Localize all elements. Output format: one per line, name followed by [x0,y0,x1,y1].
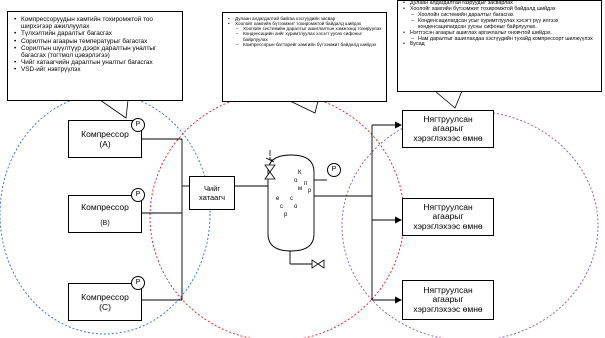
callout-item: Компрессоруудын хамгийн тохиромжтой тоо … [14,16,178,30]
end-use-line3: хэрэглэхээс өмнө [413,220,483,231]
tank-pressure-gauge-icon: P [327,163,341,177]
pressure-gauge-icon: P [131,118,145,132]
callout-item: Хоолойг хамгийн бүтээмжит тохиромжтой ба… [403,6,598,13]
end-use-box-1: Нягтруулсан агаарыг хэрэглэхээс өмнө [402,110,494,148]
end-use-line1: Нягтруулсан [423,113,473,124]
callout-piping-measures: Дулаан алдагдалтай байгаа хэсгүүдийн зас… [222,12,387,102]
tank-label-letter: м [298,186,303,192]
tank-label-letter: р [284,212,288,218]
callout-subitem: Конденсацийн хийг хуримтлуулах хэсэгт уу… [236,31,383,41]
callout-item: VSD-ийг нэвтрүүлэх [14,66,178,73]
callout-item: Түлхэлтийн даралтыг багасгах [14,30,178,37]
end-use-line2: агаарыг [432,123,464,134]
callout-left-pointer [98,99,129,119]
tank-label-letter: о [294,178,298,184]
callout-item: Хоолойг хамгийн бүтээмжит тохиромжтой ба… [228,21,383,26]
compressor-b-box: Компрессор (B) [68,195,142,233]
dryer-label-line2: хатаагч [198,193,225,202]
tank-label-letter: с [280,204,283,210]
end-use-line2: агаарыг [432,294,464,305]
tank-label-letter: е [276,196,280,202]
compressor-suffix: (B) [100,219,110,227]
callout-compressor-measures: Компрессоруудын хамгийн тохиромжтой тоо … [7,11,183,101]
compressor-a-box: Компрессор (A) [68,120,142,158]
callout-item: Сорилтын агаарын температурыг багасгах [14,38,178,45]
compressor-suffix: (A) [99,139,111,149]
end-use-line1: Нягтруулсан [423,201,473,212]
callout-item: Дулаан алдагдалтай газруудыг засварлах [403,0,598,7]
drain-valve-icon [311,259,325,269]
callout-item: Чийг хатаагчийн даралтын уналтыг багасга… [14,59,178,66]
blue-zone [0,93,211,335]
tank-label-letter: р [308,188,312,194]
callout-item: Сорилтын шүүлтүүр дээрх даралтын уналтыг… [14,45,178,59]
compressor-label: Компрессор [81,129,129,139]
end-use-box-2: Нягтруулсан агаарыг хэрэглэхээс өмнө [402,198,494,236]
callout-subitem: Конденсацилагдсан усыг хуримтлуулах хэсэ… [411,18,598,31]
pressure-gauge-icon: P [131,188,145,202]
callout-middle-pointer [289,100,319,114]
end-use-line3: хэрэглэхээс өмнө [413,132,483,143]
callout-subitem: Хоолойн системийн даралтыг багасгах [411,12,598,19]
callout-subitem: Нам даралтыг ашиглахдаа хэсгүүдийн тухай… [411,36,598,43]
dryer-box: Чийг хатаагч [189,176,235,210]
end-use-line1: Нягтруулсан [423,284,473,295]
pressure-gauge-icon: P [131,276,145,290]
callout-item: Нэгтгэсэн агаарыг ашиглах аргачлалыг оно… [403,30,598,37]
callout-item: Дулаан алдагдалтай байгаа хэсгүүдийн зас… [228,16,383,21]
end-use-line2: агаарыг [432,211,464,222]
end-use-line3: хэрэглэхээс өмнө [413,303,483,314]
tank-label-letter: К [298,170,302,176]
relief-valve-icon [264,150,276,180]
tank-label-letter: с [290,196,293,202]
callout-subitem: Компрессорын баттарейг хамгийн бүтээмжит… [236,42,383,47]
end-use-box-3: Нягтруулсан агаарыг хэрэглэхээс өмнө [402,280,494,320]
compressor-c-box: Компрессор (C) [68,283,142,321]
compressor-suffix: (C) [99,302,111,312]
callout-item: Бусад [403,42,598,49]
compressor-label: Компрессор [81,201,129,212]
tank-label-letter: п [304,181,308,187]
callout-subitem: Хоолойн системийн даралтыг ашиглалтын хэ… [236,26,383,31]
callout-right-pointer [433,90,463,109]
air-tank-shape [267,154,315,252]
dryer-label-line1: Чийг [203,184,221,193]
callout-usage-measures: Дулаан алдагдалтай газруудыг засварлах Х… [397,0,602,92]
compressor-label: Компрессор [81,292,129,302]
tank-label-letter: о [294,204,298,210]
